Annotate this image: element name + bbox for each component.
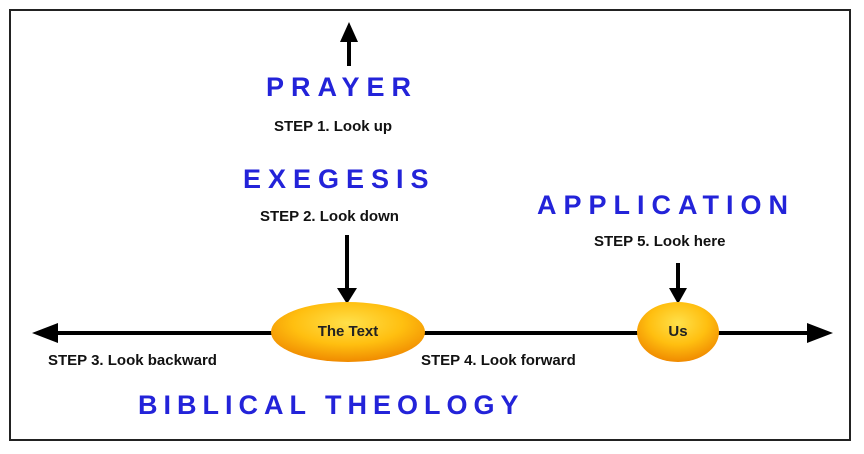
diagram-frame <box>9 9 851 441</box>
down-arrow-to-us <box>669 263 687 304</box>
exegesis-heading: EXEGESIS <box>243 164 436 194</box>
up-arrow <box>340 22 358 66</box>
step4-label: STEP 4. Look forward <box>421 352 576 369</box>
us-ellipse <box>637 302 719 362</box>
text-node-label: The Text <box>317 323 379 340</box>
application-heading: APPLICATION <box>537 190 795 220</box>
step2-label: STEP 2. Look down <box>260 208 399 225</box>
biblical-theology-heading: BIBLICAL THEOLOGY <box>138 390 525 420</box>
down-arrow-to-text <box>337 235 357 304</box>
us-node-label: Us <box>668 323 688 340</box>
text-ellipse <box>271 302 425 362</box>
step1-label: STEP 1. Look up <box>274 118 393 135</box>
prayer-heading: PRAYER <box>266 72 419 102</box>
step5-label: STEP 5. Look here <box>594 233 726 250</box>
step3-label: STEP 3. Look backward <box>48 352 217 369</box>
